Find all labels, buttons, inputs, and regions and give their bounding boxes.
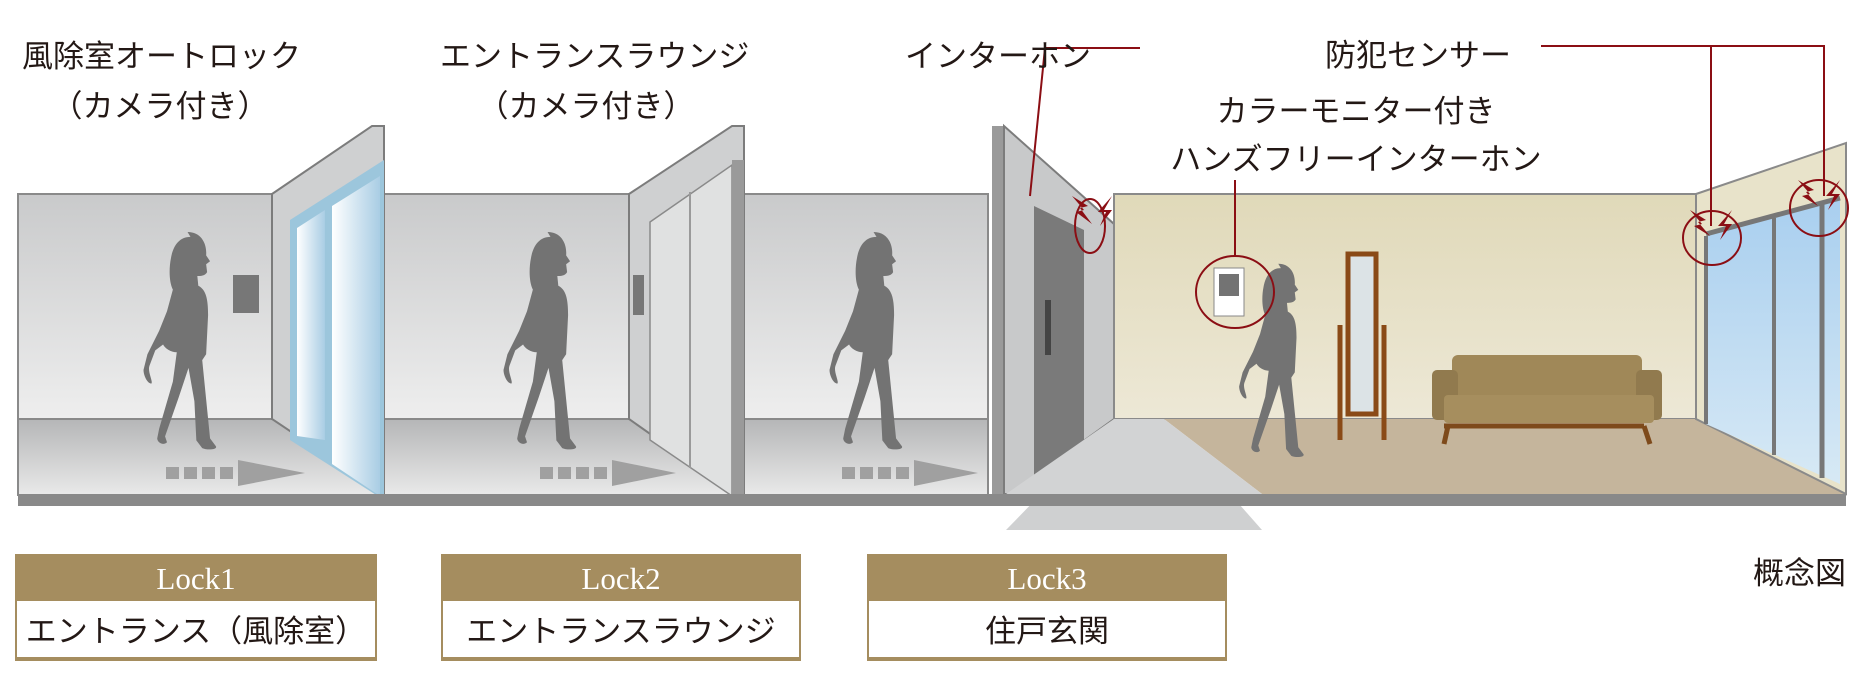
- lounge-panel: [633, 275, 644, 315]
- lock-name: 住戸玄関: [985, 614, 1109, 649]
- direction-arrow: [842, 460, 978, 486]
- windbreak-camera-label: （カメラ付き）: [52, 89, 269, 124]
- security-sensor-label: 防犯センサー: [1325, 38, 1511, 73]
- door-handle: [1045, 300, 1051, 355]
- intercom-label: インターホン: [905, 39, 1091, 74]
- color-monitor-label: カラーモニター付き: [1217, 94, 1496, 129]
- lock-name: エントランス（風除室）: [26, 614, 366, 649]
- lock-title: Lock3: [1007, 561, 1086, 596]
- autolock-panel: [233, 275, 259, 313]
- lounge-camera-label: （カメラ付き）: [478, 89, 695, 124]
- lock-box-3: Lock3 住戸玄関: [867, 554, 1227, 661]
- entrance-lounge-label: エントランスラウンジ: [440, 39, 749, 74]
- direction-arrow: [540, 460, 676, 486]
- concept-note: 概念図: [1753, 556, 1846, 591]
- lock-name: エントランスラウンジ: [466, 614, 775, 649]
- lounge-door: [628, 125, 745, 502]
- handsfree-intercom-label: ハンズフリーインターホン: [1170, 142, 1541, 177]
- lock-title: Lock1: [156, 561, 235, 596]
- direction-arrow: [166, 460, 305, 486]
- lock-box-2: Lock2 エントランスラウンジ: [441, 554, 801, 661]
- sensor-callout-lines: [1029, 45, 1849, 329]
- lock-title: Lock2: [581, 561, 660, 596]
- lock-box-1: Lock1 エントランス（風除室）: [15, 554, 377, 661]
- windbreak-autolock-label: 風除室オートロック: [22, 39, 301, 74]
- floor-base: [18, 494, 1846, 506]
- windbreak-glass-door: [271, 125, 385, 500]
- living-room: [1006, 141, 1847, 496]
- sensor-icon: [1072, 180, 1840, 240]
